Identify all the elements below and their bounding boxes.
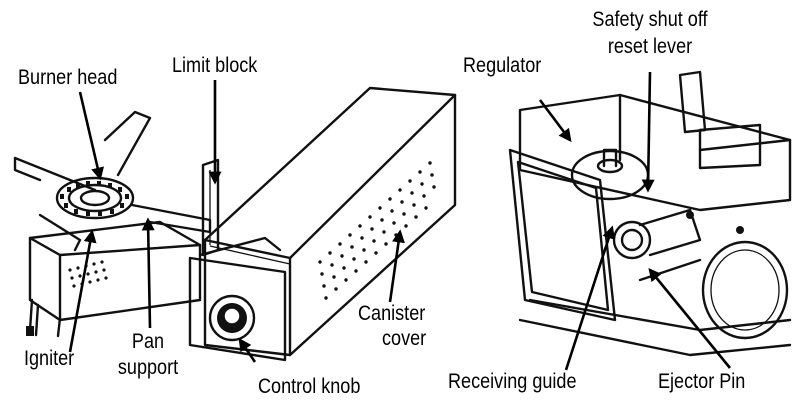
label-pan-support-line2: support: [117, 356, 179, 379]
stove-illustration: [13, 86, 457, 362]
label-limit-block: Limit block: [172, 54, 258, 77]
housing-vent-dots: [318, 161, 436, 300]
label-safety-line2: reset lever: [607, 35, 693, 58]
base-vent-dots: [68, 260, 108, 288]
label-burner-head: Burner head: [18, 66, 118, 89]
label-igniter: Igniter: [24, 347, 75, 370]
left-leader-lines: [68, 80, 405, 363]
label-pan-support-line1: Pan: [131, 330, 165, 353]
right-leader-lines: [538, 71, 732, 371]
label-canister-cover-line2: cover: [382, 327, 427, 350]
label-safety-line1: Safety shut off: [592, 8, 708, 31]
burner-teeth: [60, 181, 129, 216]
label-control-knob: Control knob: [258, 375, 361, 398]
label-regulator: Regulator: [463, 54, 542, 77]
label-ejector-pin: Ejector Pin: [658, 370, 746, 393]
label-receiving-guide: Receiving guide: [448, 370, 577, 393]
label-canister-cover-line1: Canister: [358, 302, 426, 325]
